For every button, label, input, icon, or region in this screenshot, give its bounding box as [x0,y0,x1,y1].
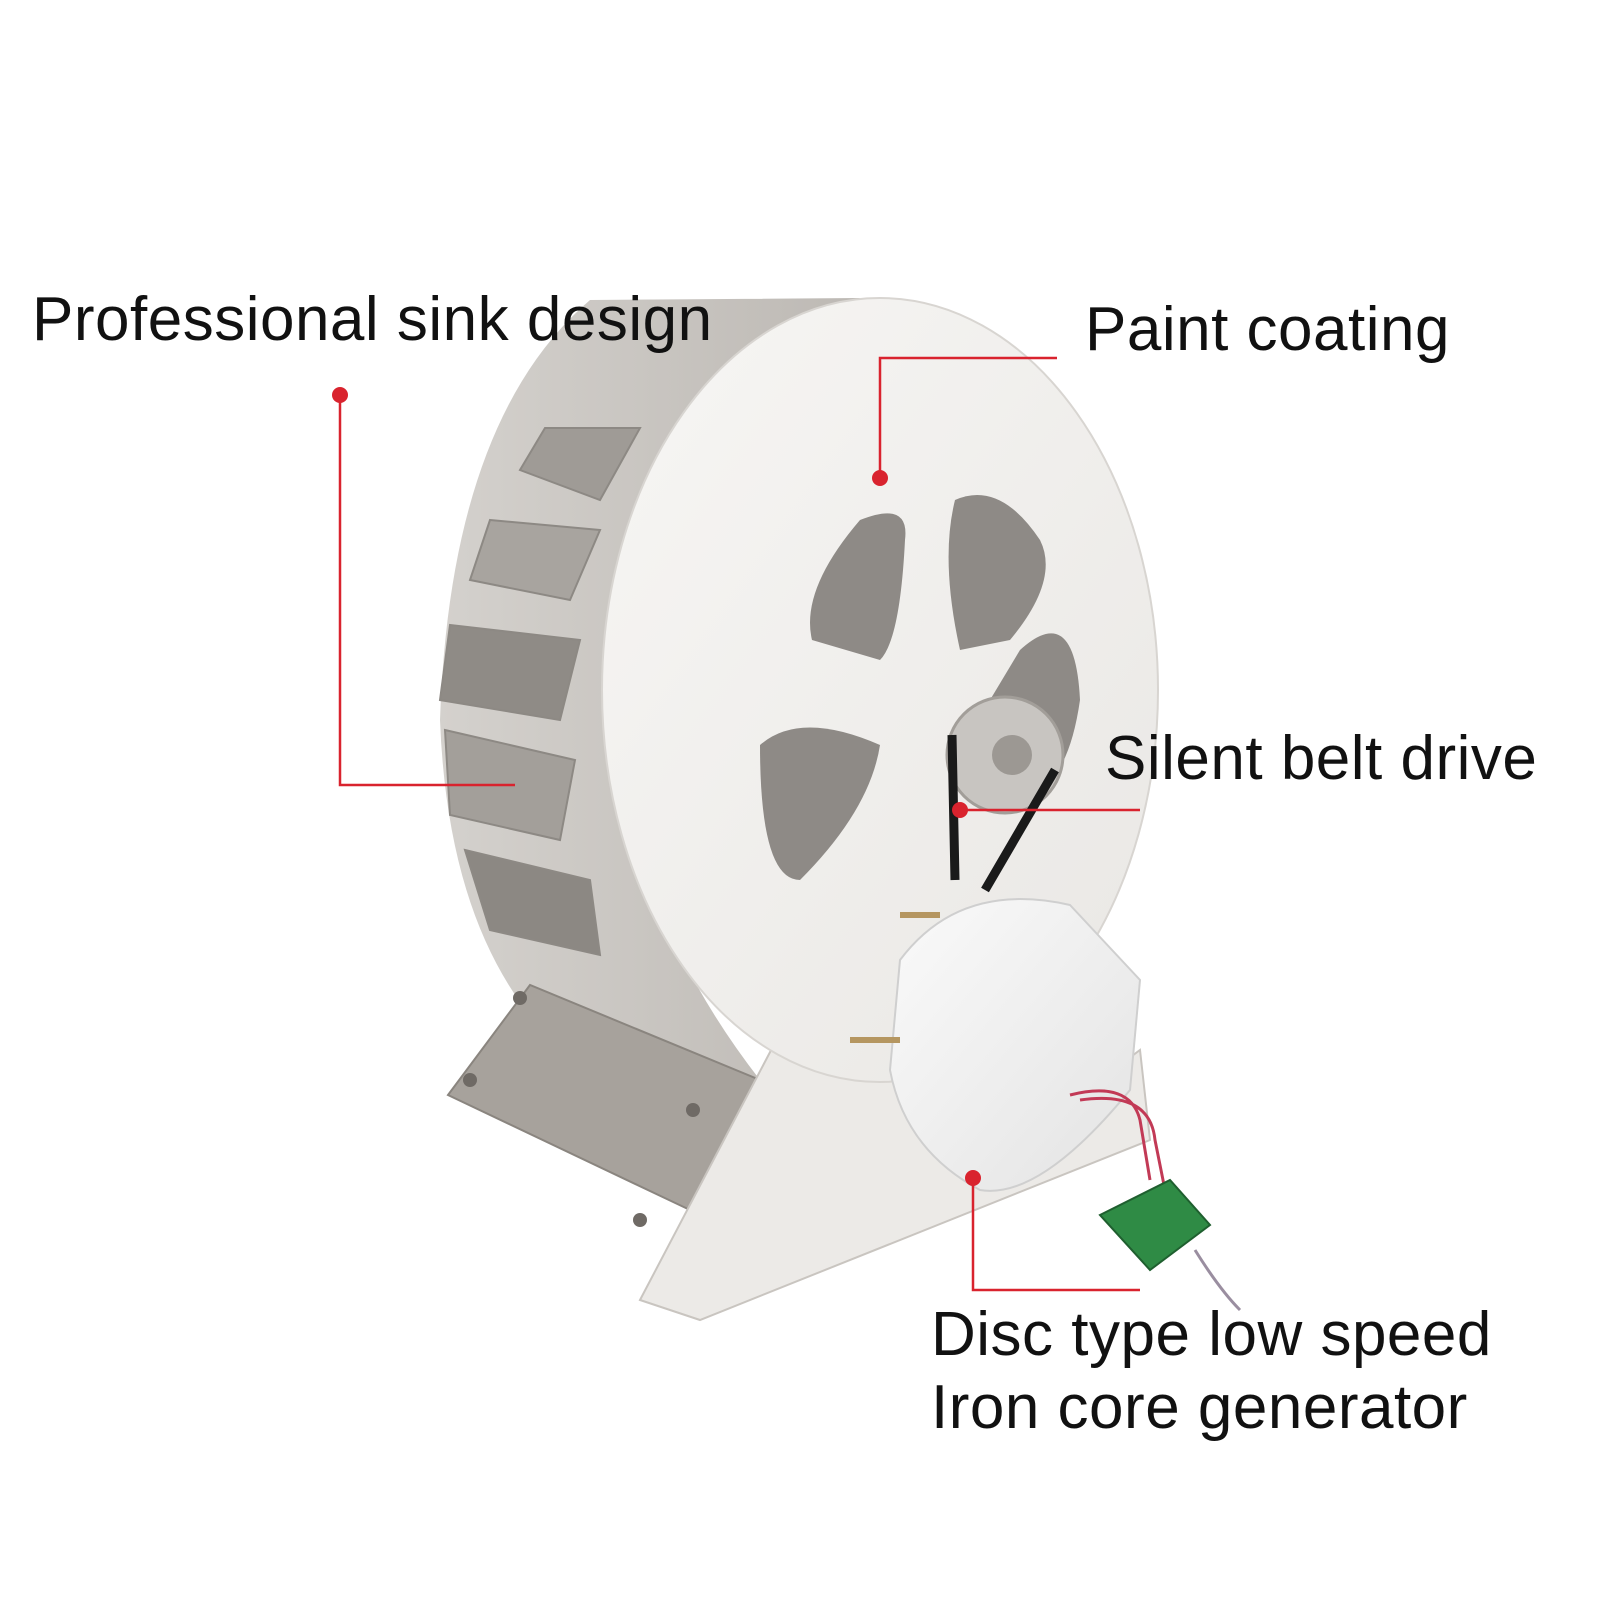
leader-line-generator [971,1178,1140,1292]
callout-sink-design: Professional sink design [32,285,713,354]
base-bolts [463,991,700,1227]
callout-paint-coating: Paint coating [1085,295,1450,364]
leader-dot-paint [872,470,888,486]
pulley-hub [992,735,1032,775]
generator-wires [1069,1089,1167,1191]
circuit-board [1098,1178,1212,1272]
callout-generator-line1: Disc type low speed [931,1300,1492,1369]
leader-lines [338,356,1140,1292]
callout-generator: Disc type low speed Iron core generator [931,1298,1492,1444]
callout-generator-line2: Iron core generator [931,1373,1468,1443]
board-lead [1193,1249,1242,1312]
leader-dot-generator [965,1170,981,1186]
leader-dots [332,387,981,1186]
leader-dot-sink [332,387,348,403]
callout-belt-drive: Silent belt drive [1105,724,1538,793]
wheel-face [601,297,1159,1083]
leader-line-sink [338,395,515,787]
generator-disc [888,898,1142,1192]
leader-line-paint [878,356,1057,478]
leader-dot-belt [952,802,968,818]
